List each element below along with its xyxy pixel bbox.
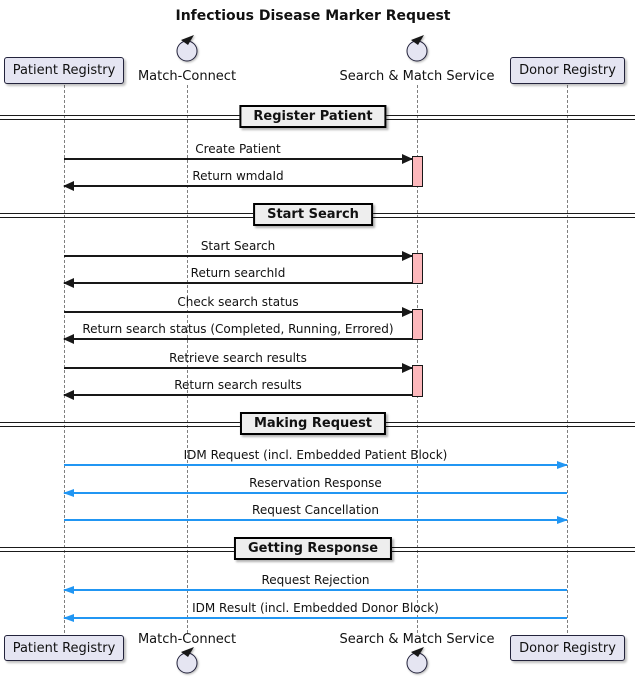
arrowhead-right-icon <box>557 461 568 469</box>
arrow-line <box>63 180 412 191</box>
divider-making-request: Making Request <box>239 412 387 435</box>
arrowhead-left-icon <box>63 614 74 622</box>
participant-label: Patient Registry <box>12 63 116 78</box>
participant-patient-registry-top: Patient Registry <box>4 57 124 84</box>
participant-match-connect-top: Match-Connect <box>137 69 237 84</box>
participant-label: Donor Registry <box>519 63 616 78</box>
message-return-search-status: Return search status (Completed, Running… <box>63 323 412 344</box>
arrow-line <box>63 614 567 622</box>
control-icon <box>406 35 428 62</box>
message-check-search-status: Check search status <box>64 296 413 317</box>
lifeline-patient-registry <box>64 85 65 633</box>
diagram-title: Infectious Disease Marker Request <box>175 8 451 24</box>
participant-label: Donor Registry <box>519 640 616 656</box>
message-return-search-results: Return search results <box>63 379 412 400</box>
message-retrieve-search-results: Retrieve search results <box>64 352 413 373</box>
arrow-line <box>64 461 568 469</box>
arrow-line <box>64 250 413 261</box>
arrow-line <box>63 389 412 400</box>
participant-patient-registry-bottom: Patient Registry <box>4 635 124 661</box>
message-return-wmdaid: Return wmdaId <box>63 170 412 191</box>
participant-donor-registry-top: Donor Registry <box>510 57 625 84</box>
arrowhead-right-icon <box>402 362 413 373</box>
lifeline-donor-registry <box>567 85 568 633</box>
activation-bar <box>412 253 423 284</box>
divider-register-patient: Register Patient <box>239 105 387 128</box>
message-return-searchid: Return searchId <box>63 267 412 288</box>
lifeline-match-connect <box>187 85 188 633</box>
message-idm-request: IDM Request (incl. Embedded Patient Bloc… <box>64 449 568 469</box>
divider-start-search: Start Search <box>253 203 373 226</box>
message-start-search: Start Search <box>64 240 413 261</box>
message-idm-result: IDM Result (incl. Embedded Donor Block) <box>63 602 567 622</box>
arrow-line <box>64 516 568 524</box>
divider-getting-response: Getting Response <box>233 537 393 560</box>
arrowhead-right-icon <box>557 516 568 524</box>
arrow-line <box>64 362 413 373</box>
message-request-rejection: Request Rejection <box>63 574 567 594</box>
arrow-line <box>63 489 567 497</box>
lifeline-search-match-service <box>417 85 418 633</box>
message-request-cancellation: Request Cancellation <box>64 504 568 524</box>
arrow-line <box>63 586 567 594</box>
participant-donor-registry-bottom: Donor Registry <box>510 635 625 661</box>
arrowhead-right-icon <box>402 306 413 317</box>
control-icon <box>406 647 428 674</box>
arrowhead-right-icon <box>402 153 413 164</box>
participant-match-connect-bottom: Match-Connect <box>137 632 237 647</box>
arrowhead-left-icon <box>63 389 74 400</box>
arrowhead-left-icon <box>63 489 74 497</box>
arrow-line <box>63 277 412 288</box>
arrowhead-left-icon <box>63 180 74 191</box>
control-icon <box>176 35 198 62</box>
arrowhead-right-icon <box>402 250 413 261</box>
participant-search-match-service-bottom: Search & Match Service <box>339 632 495 647</box>
activation-bar <box>412 156 423 187</box>
participant-search-match-service-top: Search & Match Service <box>339 69 495 84</box>
control-icon <box>176 647 198 674</box>
message-create-patient: Create Patient <box>64 143 413 164</box>
activation-bar <box>412 309 423 340</box>
arrow-line <box>64 153 413 164</box>
arrowhead-left-icon <box>63 333 74 344</box>
arrowhead-left-icon <box>63 277 74 288</box>
arrow-line <box>63 333 412 344</box>
activation-bar <box>412 365 423 397</box>
arrowhead-left-icon <box>63 586 74 594</box>
message-reservation-response: Reservation Response <box>63 477 567 497</box>
participant-label: Patient Registry <box>12 640 116 656</box>
arrow-line <box>64 306 413 317</box>
